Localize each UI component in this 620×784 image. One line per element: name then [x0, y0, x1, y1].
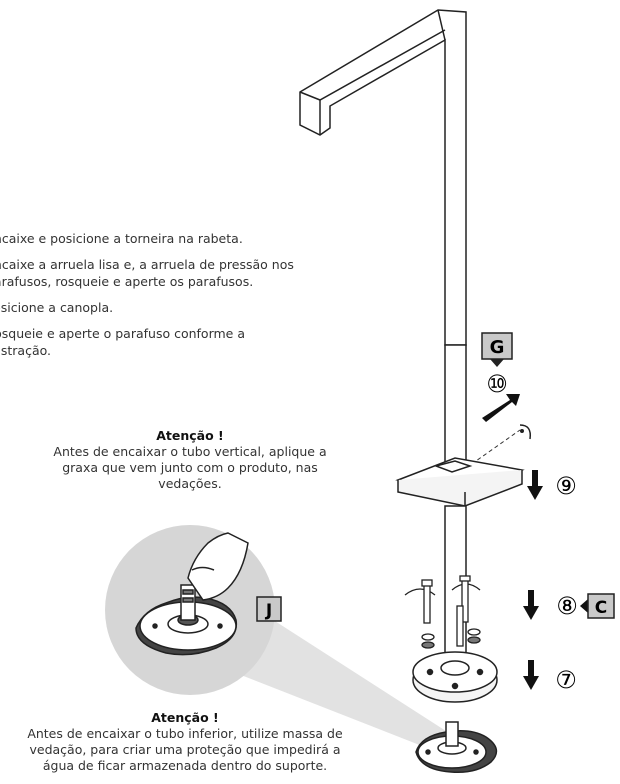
note-bottom-line-3: água de ficar armazenada dentro do supor…: [42, 758, 328, 773]
instruction-1: Encaixe e posicione a torneira na rabeta…: [0, 231, 243, 246]
instruction-4a: Rosqueie e aperte o parafuso conforme a: [0, 326, 246, 341]
step-10: ⑩: [486, 370, 508, 398]
step-9: ⑨: [555, 472, 577, 500]
note-bottom-line-2: vedação, para criar uma proteção que imp…: [29, 742, 341, 757]
instructions-block: Encaixe e posicione a torneira na rabeta…: [0, 230, 294, 359]
instruction-2b: parafusos, rosqueie e aperte os parafuso…: [0, 274, 254, 289]
label-g-text: G: [490, 337, 505, 358]
instruction-3: Posicione a canopla.: [0, 300, 114, 315]
attention-note-bottom: Atenção ! Antes de encaixar o tubo infer…: [0, 710, 370, 774]
bottom-base: [415, 721, 498, 774]
label-j-text: J: [265, 601, 272, 621]
step-7-arrow: ⑦: [523, 660, 577, 694]
instruction-2a: Encaixe a arruela lisa e, a arruela de p…: [0, 257, 294, 272]
step-8-arrow: ⑧ C: [523, 590, 615, 620]
note-top-title: Atenção !: [156, 428, 224, 443]
instruction-4b: ilustração.: [0, 343, 52, 358]
attention-note-top: Atenção ! Antes de encaixar o tubo verti…: [30, 428, 350, 492]
label-c-text: C: [595, 598, 607, 618]
faucet-spout: [299, 9, 467, 466]
step-9-arrow: ⑨: [527, 470, 577, 500]
step-7: ⑦: [555, 666, 577, 694]
screw-insert-arrow: [465, 394, 532, 469]
label-g: G: [481, 332, 513, 367]
base-plate: [412, 651, 498, 703]
note-bottom-line-1: Antes de encaixar o tubo inferior, utili…: [27, 726, 343, 741]
canopla: [395, 457, 525, 507]
step-8: ⑧: [556, 592, 578, 620]
screws-washers: [404, 575, 481, 649]
note-top-line-1: Antes de encaixar o tubo vertical, apliq…: [53, 444, 327, 459]
note-top-line-3: vedações.: [158, 476, 222, 491]
label-j: J: [256, 596, 282, 622]
detail-base: [135, 532, 249, 656]
note-top-line-2: graxa que vem junto com o produto, nas: [62, 460, 318, 475]
note-bottom-title: Atenção !: [151, 710, 219, 725]
